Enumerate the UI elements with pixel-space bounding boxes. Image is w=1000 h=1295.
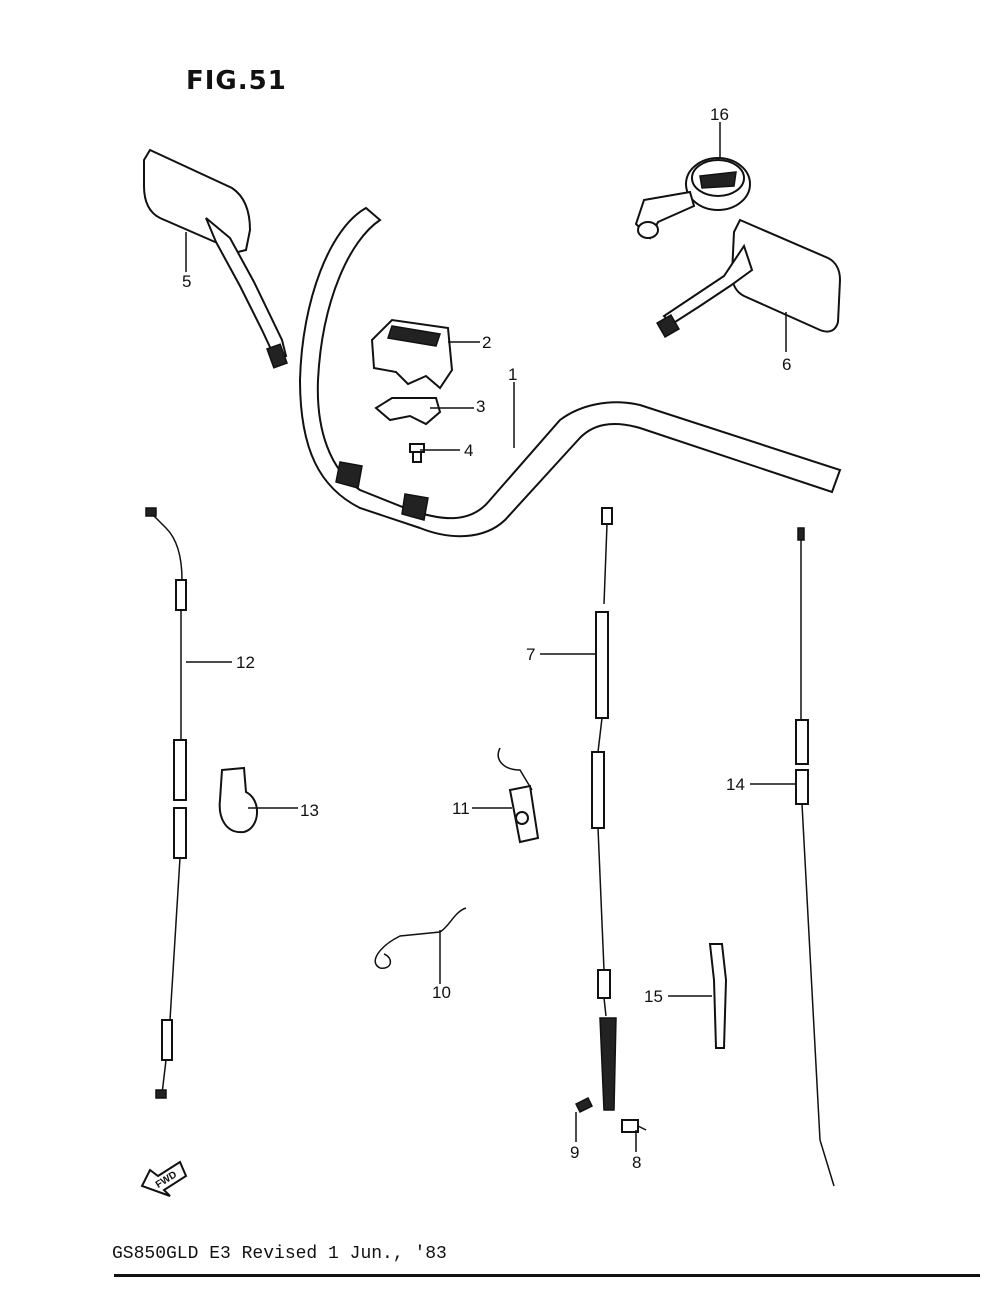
clamp-bolt bbox=[409, 443, 425, 463]
callout-3: 3 bbox=[476, 397, 485, 416]
callout-11: 11 bbox=[452, 799, 470, 818]
callout-10: 10 bbox=[432, 983, 451, 1002]
callout-5: 5 bbox=[182, 272, 191, 291]
callout-6: 6 bbox=[782, 355, 791, 374]
clamp-bracket-plate bbox=[374, 397, 442, 426]
footer-rule bbox=[114, 1274, 980, 1277]
left-cable bbox=[145, 507, 187, 1099]
callout-12: 12 bbox=[236, 653, 255, 672]
spring-clip bbox=[374, 907, 467, 969]
revision-footer: GS850GLD E3 Revised 1 Jun., '83 bbox=[112, 1244, 447, 1264]
handlebar bbox=[298, 206, 842, 538]
callout-8: 8 bbox=[632, 1153, 641, 1172]
right-cable bbox=[795, 527, 835, 1187]
callout-4: 4 bbox=[464, 441, 473, 460]
callout-9: 9 bbox=[570, 1143, 579, 1162]
forward-arrow-icon: FWD bbox=[140, 1160, 188, 1197]
handlebar-clock bbox=[634, 157, 751, 240]
callout-14: 14 bbox=[726, 775, 745, 794]
callout-1: 1 bbox=[508, 365, 517, 384]
left-mirror bbox=[143, 148, 288, 369]
right-mirror bbox=[656, 218, 842, 338]
callout-13: 13 bbox=[300, 801, 319, 820]
center-cable bbox=[591, 507, 617, 1111]
callout-15: 15 bbox=[644, 987, 663, 1006]
cable-guide bbox=[497, 747, 540, 844]
handlebar-clamp-holder bbox=[370, 318, 454, 390]
cable-clamp bbox=[218, 766, 258, 834]
cable-bolt bbox=[621, 1119, 647, 1133]
callout-16: 16 bbox=[710, 105, 729, 124]
callout-7: 7 bbox=[526, 645, 535, 664]
cable-tie bbox=[708, 943, 728, 1049]
callout-2: 2 bbox=[482, 333, 491, 352]
figure-title: FIG.51 bbox=[186, 66, 287, 96]
cotter-pin bbox=[574, 1096, 594, 1114]
